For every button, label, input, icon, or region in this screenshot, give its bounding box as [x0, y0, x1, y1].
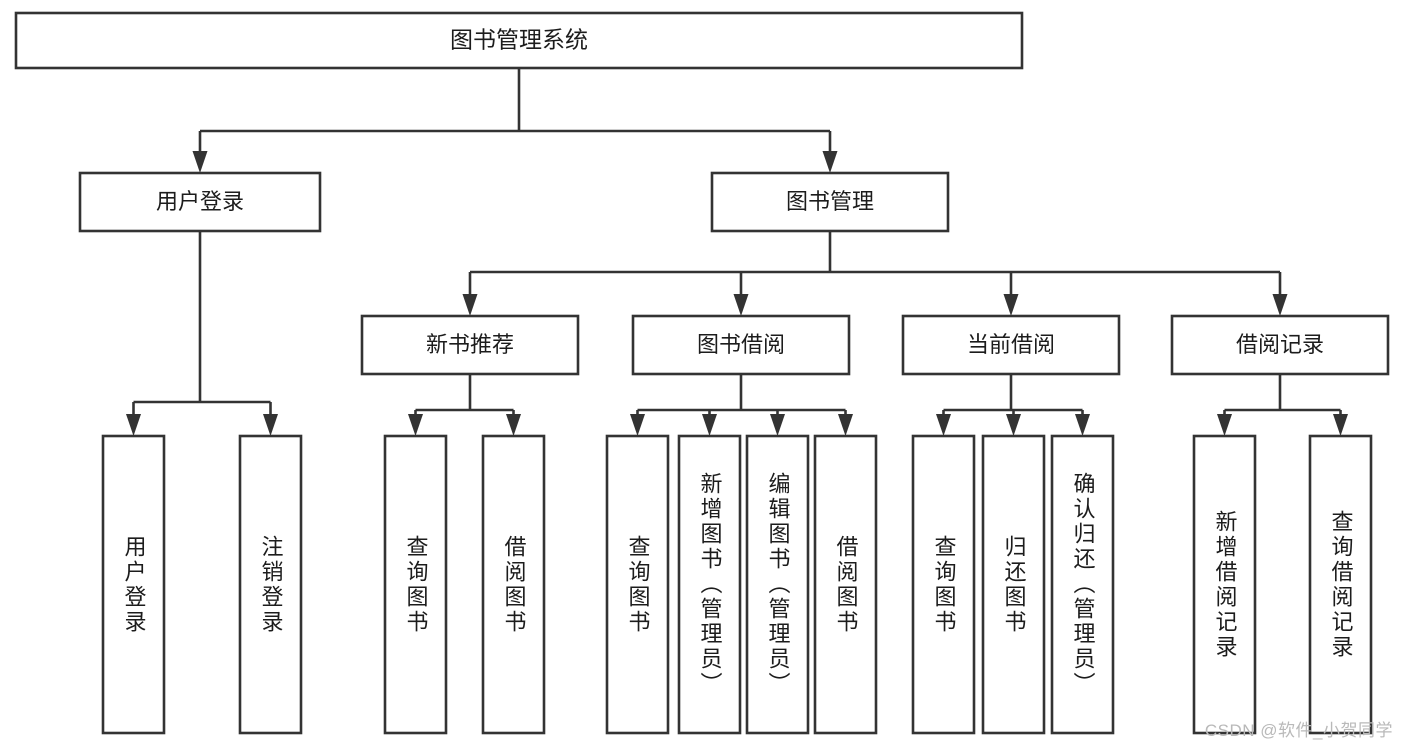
- arrow-head-icon: [1272, 294, 1288, 316]
- node-box-leaf-bb-add-book[interactable]: [677, 434, 742, 735]
- node-box-leaf-br-query-record[interactable]: [1308, 434, 1373, 735]
- node-box-book-manage[interactable]: [710, 171, 950, 233]
- node-box-leaf-bb-borrow-book[interactable]: [813, 434, 878, 735]
- node-label-book-borrow: 图书借阅: [697, 332, 785, 357]
- node-label-new-book-rec: 新书推荐: [426, 332, 514, 357]
- node-box-new-book-rec[interactable]: [360, 314, 580, 376]
- node-box-leaf-rec-query-book[interactable]: [383, 434, 448, 735]
- node-box-leaf-cb-query-book[interactable]: [911, 434, 976, 735]
- node-box-leaf-cb-confirm-return[interactable]: [1050, 434, 1115, 735]
- node-box-leaf-cb-return-book[interactable]: [981, 434, 1046, 735]
- node-box-leaf-rec-borrow-book[interactable]: [481, 434, 546, 735]
- node-label-root: 图书管理系统: [450, 27, 588, 53]
- arrow-head-icon: [462, 294, 478, 316]
- arrow-head-icon: [506, 414, 521, 436]
- arrow-head-icon: [630, 414, 645, 436]
- node-box-root[interactable]: [14, 11, 1024, 70]
- csdn-watermark: CSDN @软件_小贺同学: [1204, 721, 1393, 740]
- arrow-head-icon: [1006, 414, 1021, 436]
- arrow-head-icon: [936, 414, 951, 436]
- arrow-head-icon: [770, 414, 785, 436]
- arrow-head-icon: [1075, 414, 1090, 436]
- box-layer: [14, 11, 1390, 735]
- node-box-borrow-record[interactable]: [1170, 314, 1390, 376]
- node-box-leaf-bb-query-book[interactable]: [605, 434, 670, 735]
- arrow-head-icon: [702, 414, 717, 436]
- node-box-book-borrow[interactable]: [631, 314, 851, 376]
- node-box-leaf-bb-edit-book[interactable]: [745, 434, 810, 735]
- node-box-current-borrow[interactable]: [901, 314, 1121, 376]
- node-label-current-borrow: 当前借阅: [967, 332, 1055, 357]
- node-label-book-manage: 图书管理: [786, 189, 874, 214]
- connector-layer: [126, 68, 1348, 436]
- arrow-head-icon: [408, 414, 423, 436]
- node-box-user-login[interactable]: [78, 171, 322, 233]
- arrow-head-icon: [1217, 414, 1232, 436]
- arrow-head-icon: [192, 151, 208, 173]
- node-label-borrow-record: 借阅记录: [1236, 332, 1324, 357]
- arrow-head-icon: [733, 294, 749, 316]
- arrow-head-icon: [1003, 294, 1019, 316]
- node-box-leaf-user-login[interactable]: [101, 434, 166, 735]
- arrow-head-icon: [822, 151, 838, 173]
- node-box-leaf-user-logout[interactable]: [238, 434, 303, 735]
- node-label-user-login: 用户登录: [156, 189, 244, 214]
- arrow-head-icon: [838, 414, 853, 436]
- arrow-head-icon: [1333, 414, 1348, 436]
- arrow-head-icon: [126, 414, 141, 436]
- arrow-head-icon: [263, 414, 278, 436]
- node-box-leaf-br-add-record[interactable]: [1192, 434, 1257, 735]
